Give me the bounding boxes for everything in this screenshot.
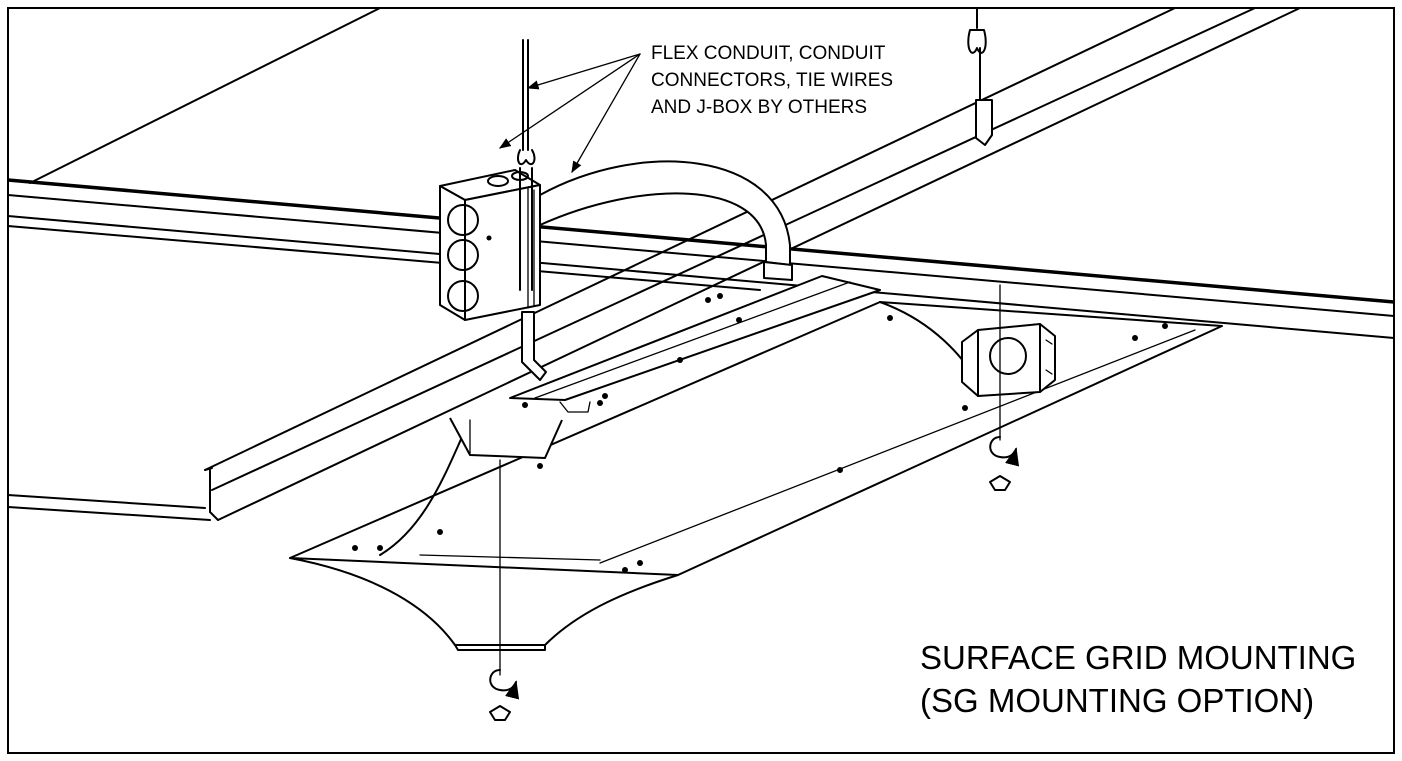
callout-arrows <box>499 53 641 174</box>
light-fixture <box>289 301 1223 651</box>
drawing-title: SURFACE GRID MOUNTING (SG MOUNTING OPTIO… <box>920 636 1356 722</box>
wing-nut-left <box>489 669 520 721</box>
flex-conduit <box>539 160 793 281</box>
cross-tee <box>7 178 1395 339</box>
fastener-lines <box>499 284 1001 676</box>
callout-line-2: CONNECTORS, TIE WIRES <box>651 70 894 91</box>
hanger-wire-right <box>967 7 993 146</box>
title-line-2: (SG MOUNTING OPTION) <box>920 682 1315 719</box>
main-runner-tee <box>204 7 1301 521</box>
title-line-1: SURFACE GRID MOUNTING <box>920 639 1357 676</box>
callout-note: FLEX CONDUIT, CONDUIT CONNECTORS, TIE WI… <box>651 40 893 121</box>
ceiling-panel-upper <box>29 7 811 184</box>
junction-box <box>439 169 541 321</box>
channel-assembly <box>509 272 881 413</box>
hanger-wire-left <box>516 39 547 381</box>
callout-line-3: AND J-BOX BY OTHERS <box>651 97 868 118</box>
drawing-border <box>7 7 1395 754</box>
ceiling-panel-lower <box>7 494 211 521</box>
wing-nut-right <box>989 436 1020 491</box>
callout-line-1: FLEX CONDUIT, CONDUIT <box>651 43 886 64</box>
